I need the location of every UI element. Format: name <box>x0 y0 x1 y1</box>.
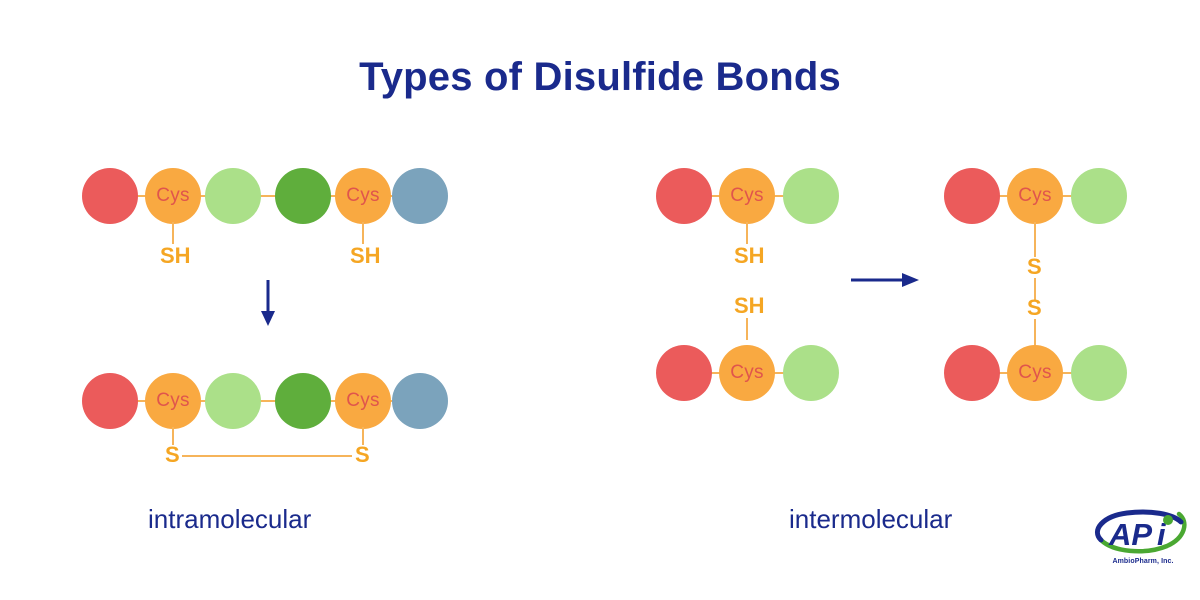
sulfur-label: S <box>355 442 370 467</box>
page-title: Types of Disulfide Bonds <box>359 55 841 99</box>
reaction-arrow-right <box>851 273 919 287</box>
api-logo-mark: AP i <box>1095 509 1187 554</box>
residue-cysteine: Cys <box>335 373 391 429</box>
residue-cysteine: Cys <box>335 168 391 224</box>
residue-red <box>656 345 712 401</box>
disulfide-bond-horizontal <box>182 455 352 457</box>
residue-label: Cys <box>1018 362 1052 383</box>
sulfur-label: S <box>1027 254 1042 279</box>
thiol-bond <box>746 318 748 340</box>
thiol-bond <box>172 222 174 244</box>
residue-red <box>656 168 712 224</box>
residue-label: Cys <box>730 185 764 206</box>
residue-dark-green <box>275 373 331 429</box>
residue-cysteine: Cys <box>145 168 201 224</box>
residue-red <box>944 345 1000 401</box>
sulfur-bond <box>1034 319 1036 347</box>
residue-light-green <box>205 373 261 429</box>
svg-text:i: i <box>1157 517 1167 552</box>
logo-subtitle: AmbioPharm, Inc. <box>1112 558 1174 565</box>
company-logo: AP i AmbioPharm, Inc. <box>1093 508 1193 580</box>
sulfur-bond <box>172 427 174 445</box>
thiol-bond <box>362 222 364 244</box>
sulfur-bond <box>362 427 364 445</box>
reaction-arrow-down <box>261 280 275 326</box>
residue-cysteine: Cys <box>719 168 775 224</box>
residue-label: Cys <box>1018 185 1052 206</box>
residue-label: Cys <box>156 185 190 206</box>
thiol-label: SH <box>160 243 191 268</box>
residue-cysteine: Cys <box>145 373 201 429</box>
residue-label: Cys <box>156 390 190 411</box>
residue-light-green <box>783 345 839 401</box>
residue-label: Cys <box>730 362 764 383</box>
residue-label: Cys <box>346 185 380 206</box>
disulfide-bond-vertical <box>1034 278 1036 300</box>
residue-light-green <box>1071 345 1127 401</box>
residue-cysteine: Cys <box>1007 345 1063 401</box>
caption-intermolecular: intermolecular <box>789 504 953 534</box>
thiol-bond <box>746 222 748 244</box>
residue-red <box>82 373 138 429</box>
residue-label: Cys <box>346 390 380 411</box>
residue-blue-gray <box>392 168 448 224</box>
residue-light-green <box>205 168 261 224</box>
sulfur-label: S <box>1027 295 1042 320</box>
thiol-label: SH <box>734 243 765 268</box>
residue-blue-gray <box>392 373 448 429</box>
sulfur-bond <box>1034 222 1036 257</box>
svg-text:AP: AP <box>1108 517 1152 552</box>
thiol-label: SH <box>734 293 765 318</box>
residue-cysteine: Cys <box>719 345 775 401</box>
residue-light-green <box>1071 168 1127 224</box>
thiol-label: SH <box>350 243 381 268</box>
residue-cysteine: Cys <box>1007 168 1063 224</box>
residue-red <box>944 168 1000 224</box>
residue-light-green <box>783 168 839 224</box>
residue-red <box>82 168 138 224</box>
caption-intramolecular: intramolecular <box>148 504 312 534</box>
sulfur-label: S <box>165 442 180 467</box>
residue-dark-green <box>275 168 331 224</box>
